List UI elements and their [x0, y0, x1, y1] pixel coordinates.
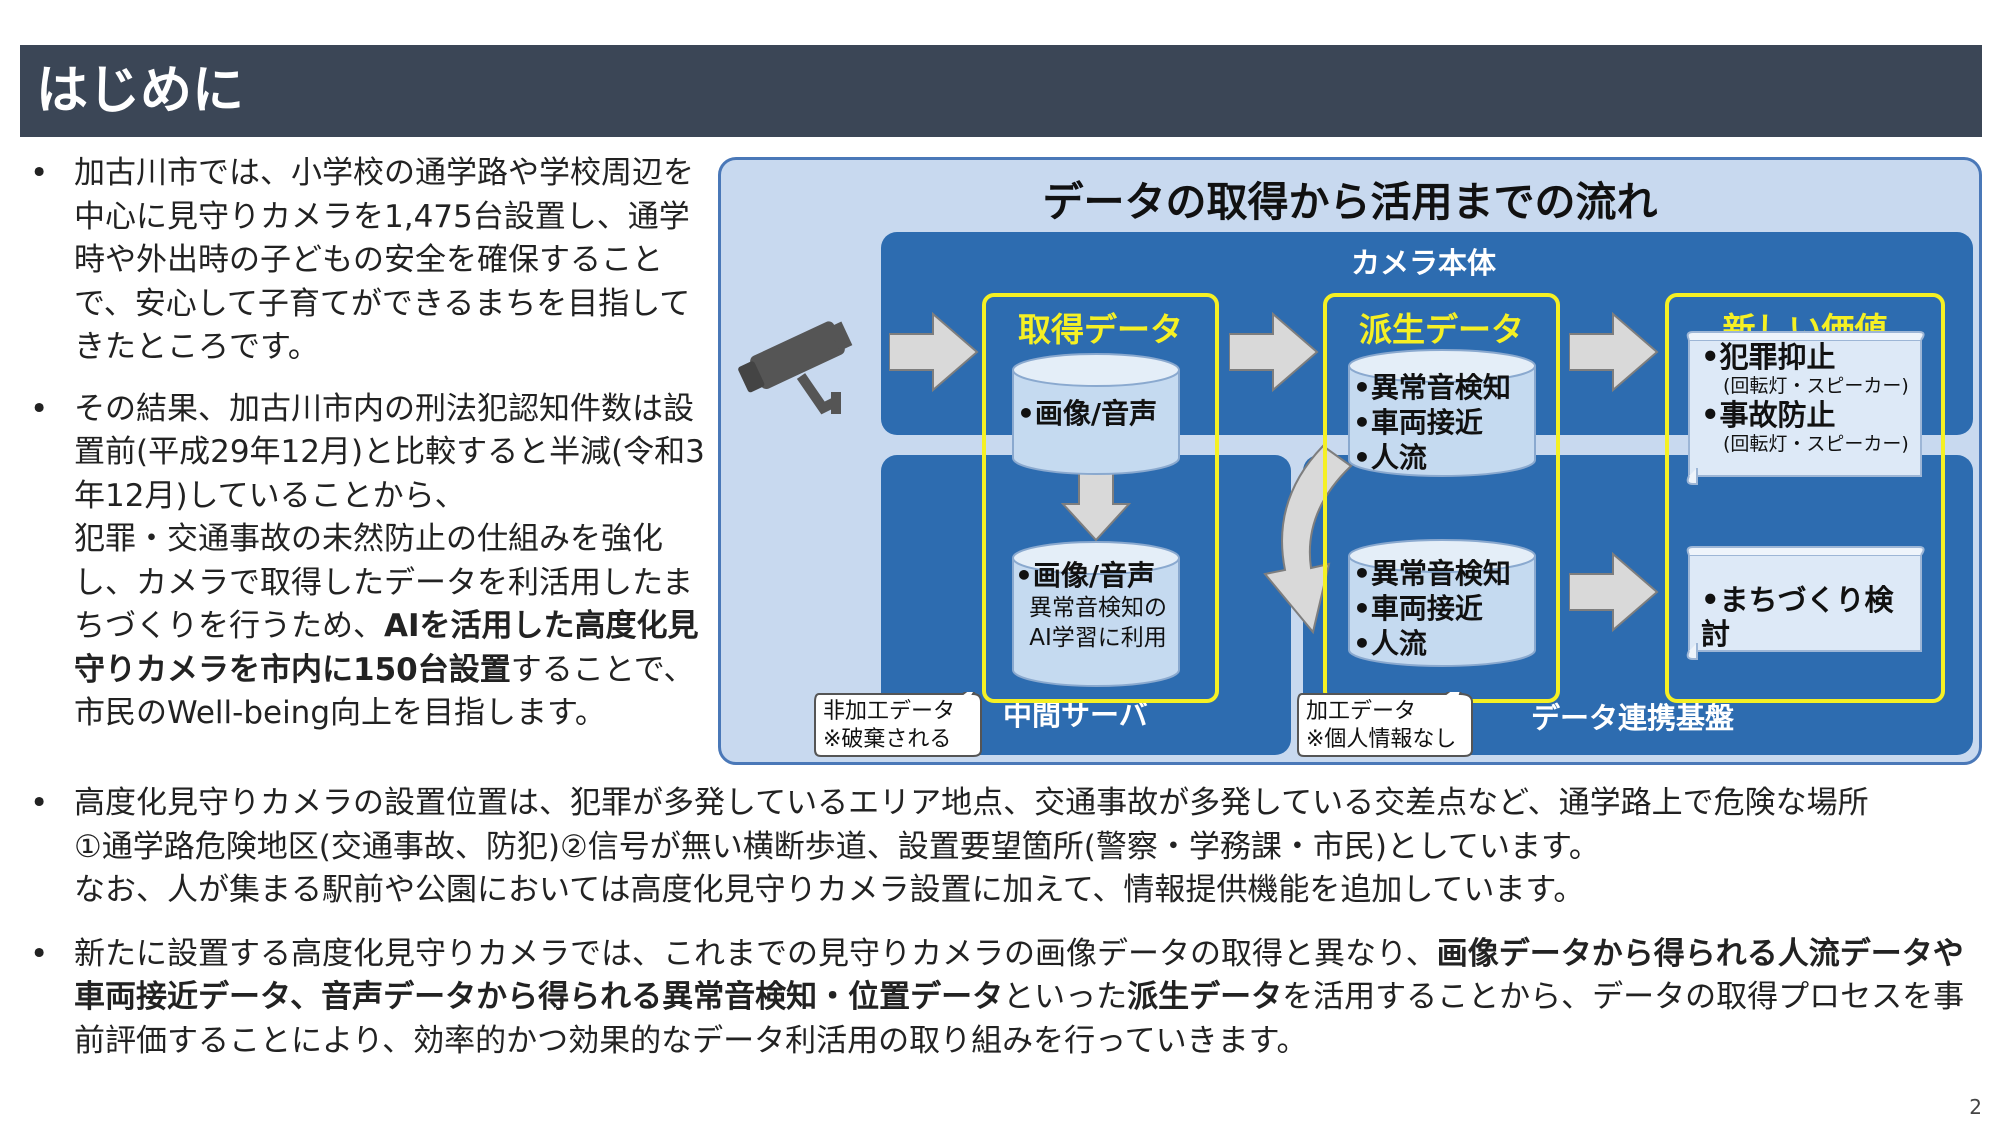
page-number: 2	[1969, 1095, 1982, 1119]
bullet-2-text-b: 犯罪・交通事故の未然防止の仕組みを強化し、カメラで取得したデータを利活用したまち…	[74, 521, 694, 644]
bullet-3-line-3: なお、人が集まる駅前や公園においては高度化見守りカメラ設置に加えて、情報提供機能…	[74, 872, 1585, 908]
bullet-dot: •	[30, 155, 49, 191]
value-item-crime: •犯罪抑止	[1701, 340, 1836, 374]
value-item-town-planning: •まちづくり検討	[1701, 583, 1894, 651]
bullet-3: • 高度化見守りカメラの設置位置は、犯罪が多発しているエリア地点、交通事故が多発…	[30, 782, 1980, 913]
callout-processed-line-2: ※個人情報なし	[1306, 727, 1457, 752]
derived-top-item-2: •車両接近	[1353, 406, 1483, 439]
callout-raw-line-2: ※破棄される	[823, 727, 952, 752]
value-item-crime-note: (回転灯・スピーカー)	[1723, 375, 1909, 397]
acquired-bottom-note-1: 異常音検知の	[1029, 595, 1167, 621]
bullet-2-text-a: その結果、加古川市内の刑法犯認知件数は設置前(平成29年12月)と比較すると半減…	[74, 390, 705, 514]
bullet-2-bold: AIを活用した高度化見守りカメラを市内に150台設置	[74, 608, 699, 688]
callout-processed-data: 加工データ ※個人情報なし	[1296, 692, 1476, 758]
bullet-dot: •	[30, 390, 49, 427]
bullet-1-text: 加古川市では、小学校の通学路や学校周辺を中心に見守りカメラを1,475台設置し、…	[74, 155, 694, 365]
value-item-accident: •事故防止	[1701, 398, 1836, 432]
derived-bottom-item-2: •車両接近	[1353, 592, 1483, 625]
callout-raw-data: 非加工データ ※破棄される	[813, 692, 985, 758]
acquired-data-title: 取得データ	[1018, 310, 1183, 349]
bullet-4-bold-a: 画像データから得られる人流データや車両接近データ、音声データから得られる異常音検…	[74, 935, 1964, 1016]
cylinder-acquired-top: •画像/音声	[1011, 352, 1181, 476]
panel-label-platform: データ連携基盤	[1531, 701, 1735, 735]
detail-bullets: • 高度化見守りカメラの設置位置は、犯罪が多発しているエリア地点、交通事故が多発…	[30, 782, 1980, 1063]
box-acquired-data: 取得データ	[982, 293, 1219, 703]
arrow-acquired-down	[1061, 470, 1131, 542]
camera-icon	[738, 321, 853, 415]
bullet-3-line-1: 高度化見守りカメラの設置位置は、犯罪が多発しているエリア地点、交通事故が多発して…	[74, 785, 1869, 821]
data-flow-diagram: データの取得から活用までの流れ カメラ本体 中間サーバ データ連携基盤 取得デー…	[718, 157, 1982, 765]
page-title: はじめに	[20, 45, 1982, 137]
derived-top-item-3: •人流	[1353, 441, 1427, 474]
derived-bottom-item-3: •人流	[1353, 627, 1427, 660]
bullet-4-text-b: といった	[1003, 979, 1128, 1015]
cylinder-acquired-bottom: •画像/音声 異常音検知の AI学習に利用	[1011, 540, 1181, 688]
bullet-4-text-c: を活用することから、データの取得プロセスを事前評価することにより、効率的かつ効果…	[74, 979, 1965, 1059]
derived-data-title: 派生データ	[1359, 310, 1524, 349]
scroll-value-top: •犯罪抑止 (回転灯・スピーカー) •事故防止 (回転灯・スピーカー)	[1683, 328, 1927, 488]
derived-bottom-item-1: •異常音検知	[1353, 557, 1511, 590]
bullet-1: • 加古川市では、小学校の通学路や学校周辺を中心に見守りカメラを1,475台設置…	[30, 152, 710, 370]
callout-raw-line-1: 非加工データ	[823, 699, 956, 724]
derived-top-item-1: •異常音検知	[1353, 371, 1511, 404]
panel-label-camera: カメラ本体	[1351, 246, 1497, 280]
panel-label-middle: 中間サーバ	[1003, 698, 1148, 732]
bullet-2-text-c: することで、市民のWell-being向上を目指します。	[74, 651, 695, 732]
bullet-4-bold-b: 派生データ	[1127, 979, 1283, 1015]
acquired-bottom-item: •画像/音声	[1015, 559, 1156, 592]
cylinder-derived-bottom: •異常音検知 •車両接近 •人流	[1347, 538, 1537, 668]
callout-processed-line-1: 加工データ	[1306, 699, 1417, 724]
bullet-4-text-a: 新たに設置する高度化見守りカメラでは、これまでの見守りカメラの画像データの取得と…	[74, 935, 1437, 972]
arrow-derived-curve-down	[1263, 444, 1353, 635]
bullet-4: • 新たに設置する高度化見守りカメラでは、これまでの見守りカメラの画像データの取…	[30, 933, 1980, 1064]
arrow-camera-to-acquired	[889, 312, 979, 392]
arrow-derived-to-town-planning	[1569, 552, 1659, 632]
scroll-value-bottom: •まちづくり検討	[1683, 543, 1927, 663]
diagram-title: データの取得から活用までの流れ	[1042, 178, 1658, 226]
intro-bullets: • 加古川市では、小学校の通学路や学校周辺を中心に見守りカメラを1,475台設置…	[30, 152, 710, 736]
arrow-derived-to-value	[1569, 312, 1659, 392]
bullet-dot: •	[30, 935, 49, 972]
value-item-accident-note: (回転灯・スピーカー)	[1723, 433, 1909, 455]
acquired-top-item: •画像/音声	[1017, 397, 1158, 430]
arrow-acquired-to-derived	[1229, 312, 1319, 392]
cylinder-derived-top: •異常音検知 •車両接近 •人流	[1347, 348, 1537, 478]
bullet-2: • その結果、加古川市内の刑法犯認知件数は設置前(平成29年12月)と比較すると…	[30, 388, 710, 736]
bullet-3-line-2: ①通学路危険地区(交通事故、防犯)②信号が無い横断歩道、設置要望箇所(警察・学務…	[74, 828, 1600, 865]
acquired-bottom-note-2: AI学習に利用	[1029, 625, 1167, 651]
bullet-dot: •	[30, 785, 49, 821]
